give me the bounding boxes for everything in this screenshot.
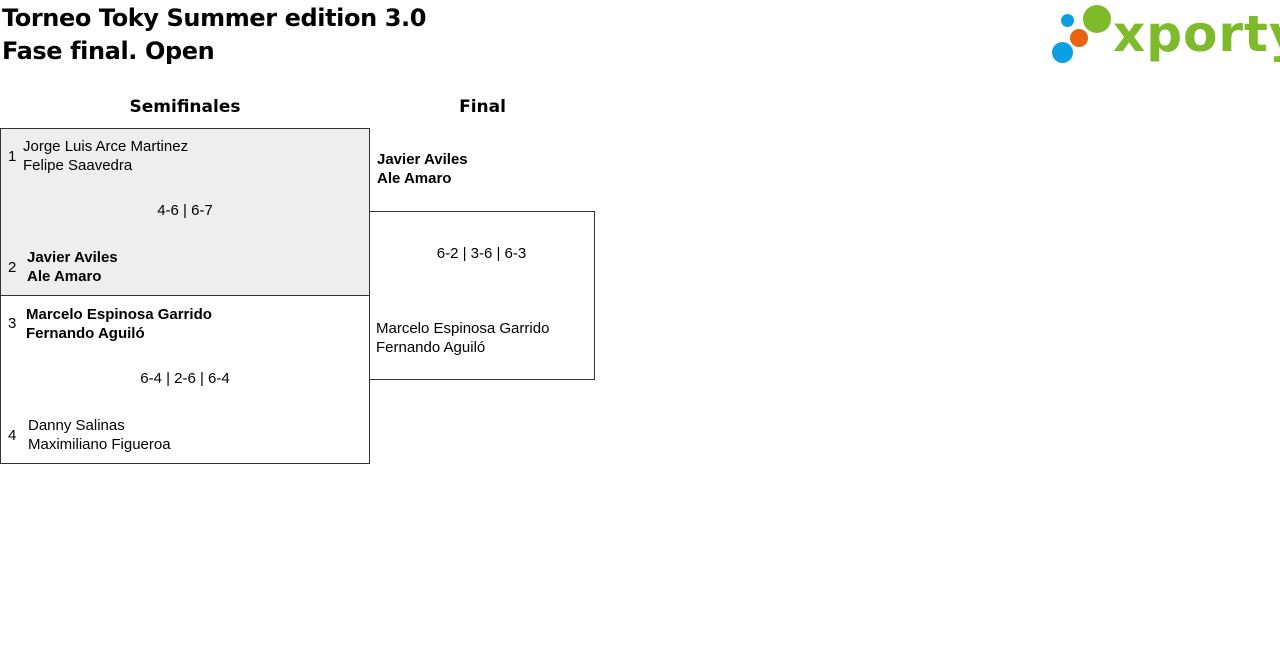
round-title-final: Final: [459, 97, 506, 117]
player-name: Jorge Luis Arce Martinez: [23, 138, 189, 155]
logo-dot-blue-large: [1052, 42, 1073, 63]
xporty-logo[interactable]: xporty: [1050, 4, 1280, 68]
seed-number: 4: [8, 427, 17, 444]
round-title-semifinals: Semifinales: [129, 97, 241, 117]
player-name: Marcelo Espinosa Garrido: [376, 320, 550, 337]
logo-text: xporty: [1113, 5, 1280, 63]
match-score: 4-6 | 6-7: [157, 202, 213, 219]
team-bottom: Danny Salinas Maximiliano Figueroa: [28, 416, 171, 454]
player-name: Marcelo Espinosa Garrido: [26, 306, 212, 323]
phase-title: Fase final. Open: [2, 37, 215, 65]
final-match[interactable]: 6-2 | 3-6 | 6-3 Marcelo Espinosa Garrido…: [369, 211, 595, 380]
player-name: Maximiliano Figueroa: [28, 436, 171, 453]
seed-number: 1: [8, 148, 17, 165]
match-score: 6-4 | 2-6 | 6-4: [140, 370, 230, 387]
player-name: Fernando Aguiló: [376, 339, 486, 356]
seed-number: 2: [8, 259, 17, 276]
team-bottom-winner: Javier Aviles Ale Amaro: [27, 248, 118, 286]
match-score: 6-2 | 3-6 | 6-3: [436, 245, 527, 262]
player-name: Fernando Aguiló: [26, 325, 145, 342]
team-top: Jorge Luis Arce Martinez Felipe Saavedra: [23, 137, 188, 175]
semifinal-match-2[interactable]: 3 Marcelo Espinosa Garrido Fernando Agui…: [0, 295, 370, 464]
semifinal-match-1[interactable]: 1 Jorge Luis Arce Martinez Felipe Saaved…: [0, 128, 370, 296]
logo-dot-orange: [1070, 29, 1088, 47]
seed-number: 3: [8, 315, 17, 332]
final-team-top-winner: Javier Aviles Ale Amaro: [377, 150, 468, 188]
logo-dot-green: [1083, 5, 1111, 33]
final-team-bottom: Marcelo Espinosa Garrido Fernando Aguiló: [376, 319, 549, 357]
page-title: Torneo Toky Summer edition 3.0 Fase fina…: [2, 2, 426, 68]
player-name: Felipe Saavedra: [23, 157, 133, 174]
team-top-winner: Marcelo Espinosa Garrido Fernando Aguiló: [26, 305, 212, 343]
player-name: Ale Amaro: [377, 170, 452, 187]
player-name: Javier Aviles: [377, 151, 468, 168]
player-name: Javier Aviles: [27, 249, 118, 266]
player-name: Danny Salinas: [28, 417, 125, 434]
tournament-title: Torneo Toky Summer edition 3.0: [2, 4, 427, 32]
player-name: Ale Amaro: [27, 268, 102, 285]
logo-dot-blue-small: [1061, 14, 1074, 27]
